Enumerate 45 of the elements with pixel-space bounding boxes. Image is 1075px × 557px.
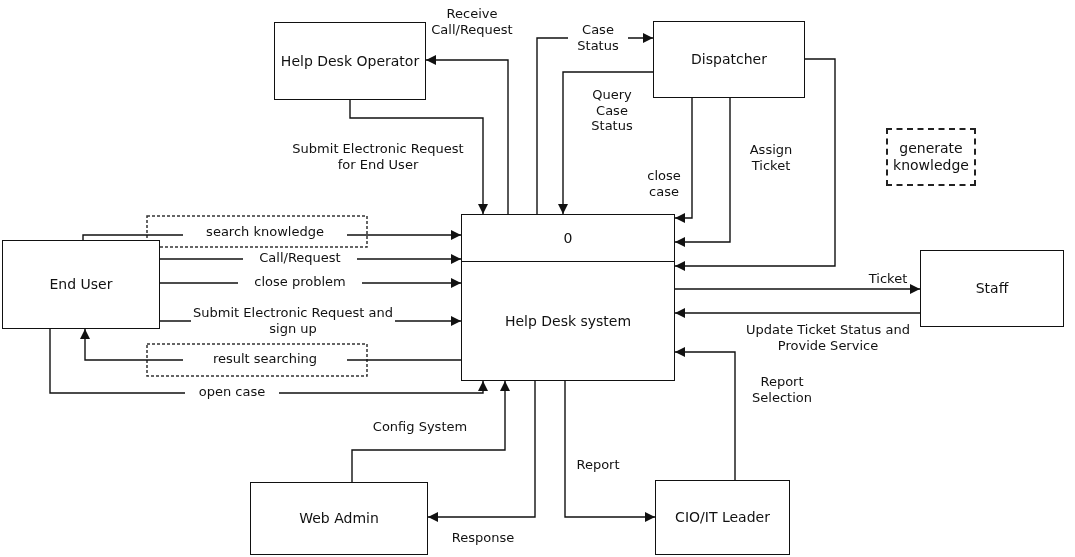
edge-label: search knowledge (183, 224, 347, 240)
entity-name: generate knowledge (892, 140, 970, 174)
data-flow-arrow (558, 71, 654, 215)
process-name: Help Desk system (503, 311, 633, 331)
edge-label: Ticket (867, 271, 909, 287)
data-flow-arrow (674, 308, 921, 318)
external-entity-box (250, 482, 428, 555)
entity-name: Dispatcher (691, 51, 767, 68)
edge-label: Submit Electronic Request for End User (291, 141, 465, 173)
external-entity-box (653, 21, 805, 98)
entity-name: Web Admin (299, 510, 379, 527)
edge-label: Report Selection (751, 374, 813, 406)
edge-label: close case (646, 168, 682, 200)
external-entity-box (2, 240, 160, 329)
external-entity-box (274, 22, 426, 100)
edge-label: Report (575, 457, 621, 473)
edge-label: Response (450, 530, 516, 546)
data-flow-arrow (674, 284, 921, 294)
data-flow-arrow (674, 347, 736, 481)
edge-label: Submit Electronic Request and sign up (191, 305, 395, 337)
external-entity-box (920, 250, 1064, 327)
edge-label: Receive Call/Request (430, 6, 514, 38)
process-box (461, 214, 675, 381)
data-flow-arrow (674, 97, 731, 247)
data-flow-arrow (425, 55, 509, 215)
data-flow-arrow (427, 380, 536, 522)
dashed-box (886, 128, 976, 186)
data-flow-arrow (564, 380, 656, 522)
edge-label: Update Ticket Status and Provide Service (745, 322, 911, 354)
entity-name: End User (49, 276, 113, 293)
entity-name: Staff (975, 280, 1009, 297)
entity-name: CIO/IT Leader (675, 509, 770, 526)
data-flow-arrow (674, 58, 836, 271)
edge-label: close problem (238, 274, 362, 290)
edge-label: Assign Ticket (748, 142, 794, 174)
data-flow-arrow (351, 380, 510, 483)
external-entity-box (655, 480, 790, 555)
edge-label: Query Case Status (590, 86, 634, 134)
data-flow-arrow (674, 97, 693, 223)
entity-name: Help Desk Operator (280, 52, 420, 70)
edge-label: result searching (183, 351, 347, 367)
process-number: 0 (462, 215, 674, 262)
edge-label: Config System (371, 419, 469, 435)
edge-label: Call/Request (243, 250, 357, 266)
data-flow-arrow (349, 99, 488, 215)
